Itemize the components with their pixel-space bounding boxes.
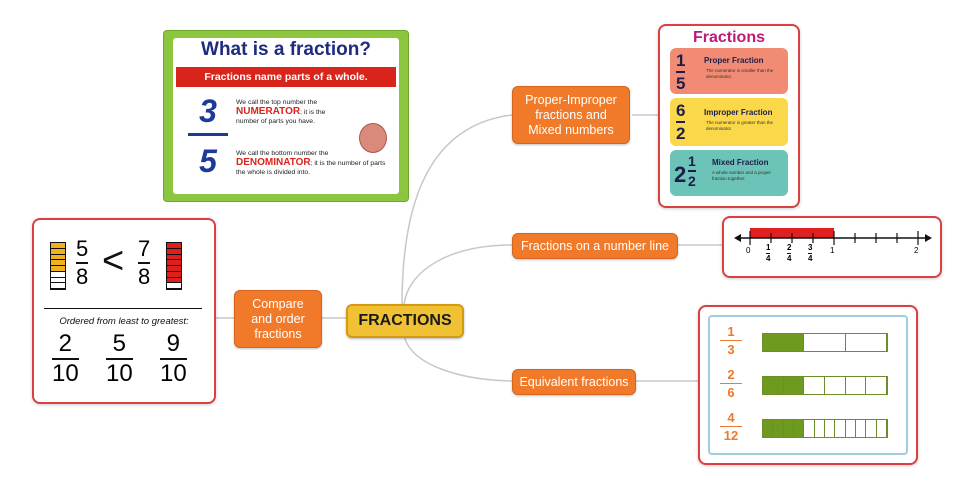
tick-label-2: 2 [914,246,919,255]
fraction-bar-part [783,377,805,394]
fraction-bar-part [51,283,65,289]
equivalent-fraction-bar [762,419,888,438]
fraction-bar-part [815,420,825,437]
fraction-bar-part [51,260,65,266]
fraction-bar-part [783,420,794,437]
fraction-bar-part [51,266,65,272]
fraction-bar-part [856,420,867,437]
connector-numberline [403,244,513,306]
poster-denominator-text: We call the bottom number the DENOMINATO… [236,150,386,176]
fraction-bar-part [763,377,784,394]
central-topic-fractions[interactable]: FRACTIONS [346,304,464,338]
what-is-fraction-poster: What is a fraction? Fractions name parts… [163,30,409,202]
fraction-bar-part [835,420,846,437]
fraction-bar-part [846,420,856,437]
branch-proper-improper[interactable]: Proper-Improper fractions and Mixed numb… [512,86,630,144]
fraction-bar-part [804,334,846,351]
fraction-bar-part [773,420,784,437]
ordered-label: Ordered from least to greatest: [59,316,189,327]
divider-line [44,308,202,309]
tick-label-0: 0 [746,246,751,255]
fraction-bar-part [167,260,181,266]
fraction-bar-part [167,248,181,255]
connector-equivalent [403,334,513,382]
branch-compare-order[interactable]: Compare and order fractions [234,290,322,348]
tick-label-1: 1 [830,246,835,255]
fraction-bar-part [51,278,65,284]
poster-numerator: 3 [199,93,217,129]
fraction-bar-part [167,243,181,249]
fraction-bar-part [825,420,836,437]
fraction-bar-part [167,283,181,289]
fraction-bar-part [804,420,815,437]
poster-subtitle: Fractions name parts of a whole. [176,67,396,87]
poster-fraction-bar [188,133,228,136]
poster-numerator-text: We call the top number the NUMERATOR; it… [236,99,326,125]
equivalent-fraction-bar [762,333,888,352]
poster-denominator: 5 [199,143,217,179]
fraction-bar-part [825,377,846,394]
fraction-bar-part [167,271,181,278]
fraction-bar-part [51,243,65,249]
fraction-bar-part [846,377,867,394]
fraction-bar-part [51,254,65,261]
connector-proper [401,114,513,306]
fraction-bar-part [763,334,805,351]
fraction-bar-part [866,420,877,437]
branch-number-line[interactable]: Fractions on a number line [512,233,678,259]
brain-mascot-icon [359,123,387,153]
fraction-bar-part [794,420,805,437]
fraction-bar-part [167,254,181,261]
branch-equivalent[interactable]: Equivalent fractions [512,369,636,395]
fraction-bar-part [167,277,181,284]
fraction-bar-part [804,377,825,394]
fraction-bar-part [763,420,774,437]
fraction-bar-part [167,266,181,272]
number-line-right-arrow [925,234,932,242]
number-line-svg [734,228,932,245]
numerator-word: NUMERATOR [236,106,301,117]
fraction-bar-part [51,248,65,255]
fractions-poster-title: Fractions [692,29,765,46]
less-than-symbol: < [102,240,125,282]
fraction-bar-part [846,334,887,351]
poster-title: What is a fraction? [201,39,371,60]
fraction-bar-5-8 [50,242,66,290]
fraction-bar-part [866,377,887,394]
number-line-left-arrow [734,234,741,242]
fraction-bar-7-8 [166,242,182,290]
denominator-word: DENOMINATOR [236,157,311,168]
equivalent-fraction-bar [762,376,888,395]
fraction-bar-part [877,420,887,437]
fraction-bar-part [51,272,65,278]
